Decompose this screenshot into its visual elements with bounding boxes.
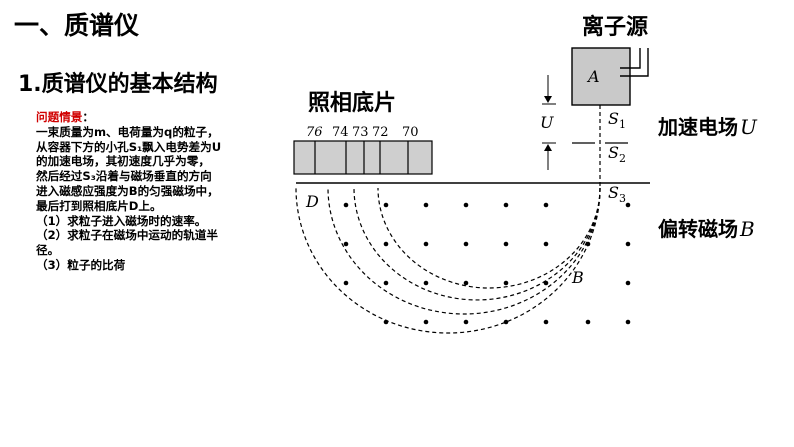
field-dot [503, 202, 509, 208]
problem-line: （2）求粒子在磁场中运动的轨道半 [36, 228, 218, 243]
field-dot [343, 202, 349, 208]
field-dot [585, 241, 591, 247]
container-label: A [586, 67, 600, 86]
field-dot [343, 241, 349, 247]
point-b-label: B [571, 268, 584, 287]
problem-line: （1）求粒子进入磁场时的速率。 [36, 213, 207, 228]
electric-field-text: 加速电场 [657, 115, 738, 139]
field-dot [463, 202, 469, 208]
voltage-arrow-down [544, 96, 552, 103]
problem-line: 然后经过S₃沿着与磁场垂直的方向 [36, 169, 212, 184]
slit2-label: S2 [608, 143, 626, 165]
problem-label-colon: ： [82, 110, 94, 124]
problem-line: （3）粒子的比荷 [36, 257, 126, 272]
field-dot [625, 319, 631, 325]
problem-line: 的加速电场，其初速度几乎为零， [36, 154, 210, 169]
problem-label: 问题情景 [36, 110, 83, 124]
field-dot [503, 241, 509, 247]
point-d-label: D [305, 192, 319, 211]
field-dot [463, 319, 469, 325]
field-dot [383, 280, 389, 286]
scale-label-70: 70 [402, 125, 419, 140]
magnetic-field-text: 偏转磁场 [658, 217, 738, 241]
film-label: 照相底片 [308, 90, 396, 116]
problem-line: 一束质量为m、电荷量为q的粒子， [36, 124, 219, 139]
trajectory-middle [327, 187, 601, 315]
field-dot [463, 241, 469, 247]
magnetic-field-symbol: B [739, 217, 755, 241]
slit1-label: S1 [608, 109, 626, 131]
field-dot [383, 241, 389, 247]
scale-label-76: 76 [306, 125, 323, 140]
slit3-label: S3 [608, 183, 626, 205]
problem-label-line: 问题情景： [36, 110, 276, 125]
slit3-subscript: 3 [619, 192, 626, 205]
field-dot [423, 280, 429, 286]
field-dot [543, 241, 549, 247]
field-dot [383, 202, 389, 208]
scale-label-73: 73 [352, 125, 369, 140]
section-title: 1.质谱仪的基本结构 [18, 72, 218, 97]
trajectory-inner [353, 187, 601, 301]
inlet-pipe [620, 48, 649, 77]
field-dot [503, 280, 509, 286]
problem-line: 径。 [36, 243, 60, 258]
magnetic-field-dots [343, 202, 631, 325]
problem-statement: 问题情景： 一束质量为m、电荷量为q的粒子， 从容器下方的小孔S₁飘入电势差为U… [36, 110, 276, 273]
photographic-film [293, 140, 433, 175]
voltage-label: U [540, 113, 554, 132]
electric-field-symbol: U [740, 115, 758, 139]
slit2-subscript: 2 [619, 152, 626, 165]
field-dot [503, 319, 509, 325]
field-dot [543, 319, 549, 325]
field-dot [463, 280, 469, 286]
page-title: 一、质谱仪 [14, 11, 140, 40]
problem-line: 从容器下方的小孔S₁飘入电势差为U [36, 139, 222, 154]
field-dot [543, 280, 549, 286]
slit2-letter: S [608, 143, 619, 162]
slit1-letter: S [608, 109, 619, 128]
scale-label-72: 72 [372, 125, 389, 140]
field-dot [543, 202, 549, 208]
slit3-letter: S [608, 183, 619, 202]
field-dot [625, 202, 631, 208]
scale-label-74: 74 [332, 125, 349, 140]
field-dot [383, 319, 389, 325]
field-dot [625, 280, 631, 286]
ion-source-label: 离子源 [582, 14, 648, 40]
field-dot [423, 319, 429, 325]
problem-line: 最后打到照相底片D上。 [36, 198, 162, 213]
field-dot [423, 202, 429, 208]
slit1-subscript: 1 [619, 118, 626, 131]
field-dot [585, 319, 591, 325]
field-dot [625, 241, 631, 247]
field-dot [343, 280, 349, 286]
trajectory-innermost [377, 187, 601, 289]
problem-line: 进入磁感应强度为B的匀强磁场中， [36, 183, 219, 198]
field-dot [423, 241, 429, 247]
trajectory-outer [295, 187, 601, 334]
